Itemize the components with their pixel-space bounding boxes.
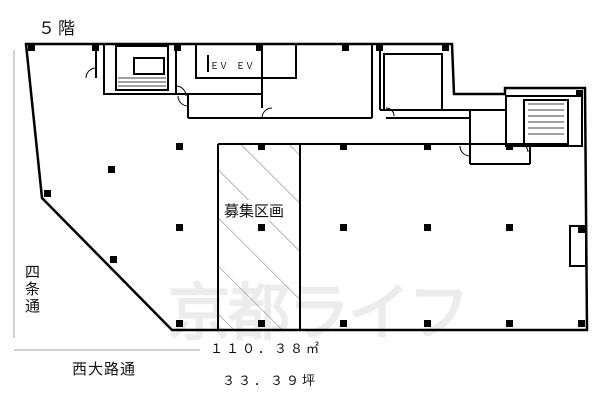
recruit-area-label: 募集区画 xyxy=(222,200,287,221)
columns xyxy=(28,44,585,327)
elevator-label-2: ＥＶ xyxy=(236,62,255,72)
elevator-label-1: ＥＶ xyxy=(210,62,229,72)
street-label-side: 四条通 xyxy=(23,264,41,315)
street-label-front: 西大路通 xyxy=(72,360,137,378)
floor-label: ５階 xyxy=(38,19,78,39)
outer-wall xyxy=(24,42,589,332)
door-swings xyxy=(85,67,529,157)
area-square-meters: １１０．３８㎡ xyxy=(210,342,323,357)
area-tsubo: ３３．３９坪 xyxy=(222,374,319,389)
interior-walls xyxy=(95,43,587,330)
stair-treads xyxy=(118,77,564,135)
recruit-area-hatch xyxy=(218,144,300,330)
